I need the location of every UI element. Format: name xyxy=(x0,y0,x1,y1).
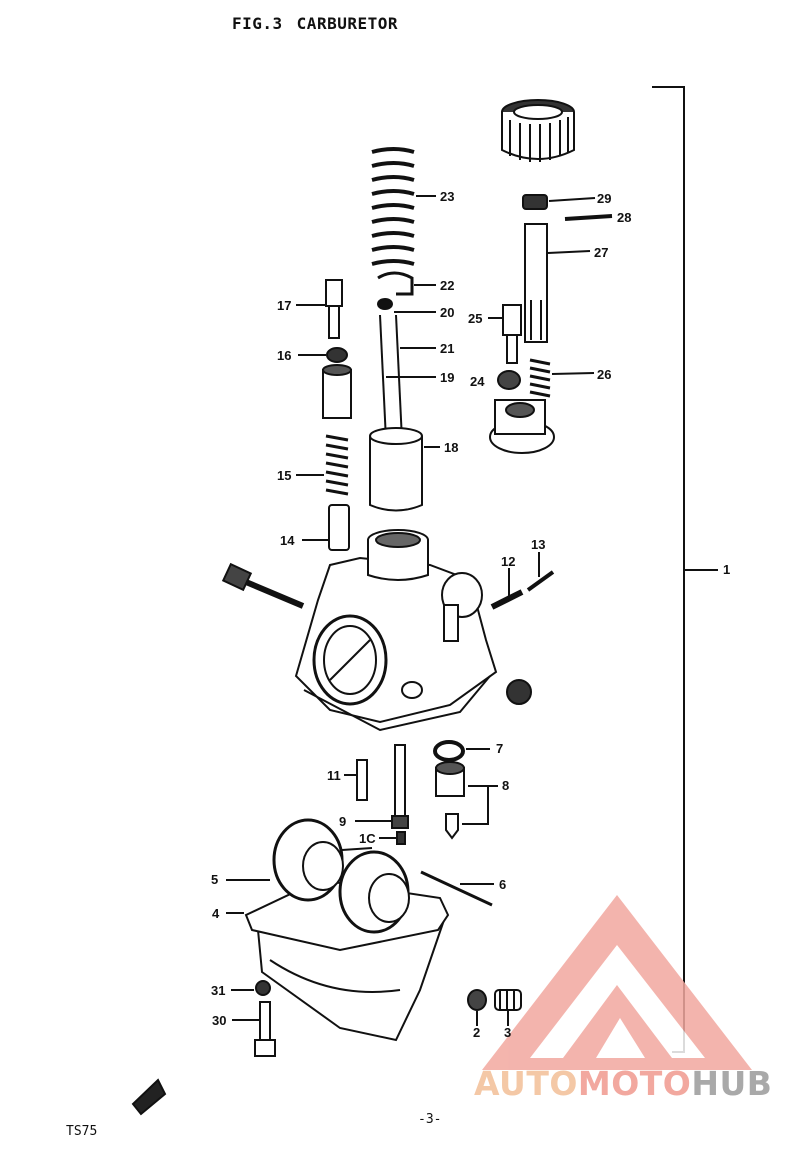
carburetor-body xyxy=(294,529,498,732)
model-name: TS75 xyxy=(66,1124,98,1139)
part-27-rod xyxy=(524,223,548,343)
adjuster-body xyxy=(322,364,352,419)
label-15: 15 xyxy=(277,468,291,483)
label-20: 20 xyxy=(440,305,454,320)
label-28: 28 xyxy=(617,210,631,225)
label-6: 6 xyxy=(499,877,506,892)
label-30: 30 xyxy=(212,1013,226,1028)
label-25: 25 xyxy=(468,311,482,326)
figure-title: FIG.3 CARBURETOR xyxy=(232,14,412,33)
label-11: 11 xyxy=(327,768,341,783)
part-2-plug xyxy=(467,989,487,1011)
part-15-spring xyxy=(325,434,349,496)
watermark-logo xyxy=(482,895,752,1070)
part-14-plunger xyxy=(328,504,350,551)
part-12-screw xyxy=(490,589,524,610)
label-7: 7 xyxy=(496,741,503,756)
watermark-text: AUTOMOTOHUB xyxy=(474,1064,772,1103)
part-23-spring xyxy=(371,147,415,266)
long-bolt xyxy=(221,562,305,609)
label-14: 14 xyxy=(280,533,295,548)
part-5-float xyxy=(272,818,410,934)
choke-base xyxy=(489,399,555,454)
label-1: 1 xyxy=(723,562,730,577)
label-5: 5 xyxy=(211,872,218,887)
label-12: 12 xyxy=(501,554,515,569)
label-10: 1C xyxy=(359,831,376,846)
figure-name: CARBURETOR xyxy=(296,14,398,33)
part-28-pin xyxy=(564,214,613,221)
label-23: 23 xyxy=(440,189,454,204)
part-22-clip xyxy=(377,271,414,296)
label-3: 3 xyxy=(504,1025,511,1040)
top-cap xyxy=(501,99,575,162)
page-number: -3- xyxy=(418,1112,442,1127)
part-18-slide xyxy=(369,427,423,512)
watermark-auto: AUTO xyxy=(474,1064,578,1103)
part-8-valve-seat xyxy=(435,761,465,797)
part-24-nut xyxy=(497,370,521,390)
part-17-screw xyxy=(325,279,343,339)
part-13-screw xyxy=(526,570,555,592)
part-20-washer xyxy=(377,298,393,310)
part-31-washer xyxy=(255,980,271,996)
part-6-float-pin xyxy=(420,870,493,907)
watermark-hub: HUB xyxy=(691,1064,773,1103)
part-29-cap xyxy=(522,194,548,210)
label-21: 21 xyxy=(440,341,454,356)
part-16-nut xyxy=(326,347,348,363)
label-9: 9 xyxy=(339,814,346,829)
label-18: 18 xyxy=(444,440,458,455)
label-4: 4 xyxy=(212,906,220,921)
label-17: 17 xyxy=(277,298,291,313)
part-11-jet xyxy=(356,759,368,801)
part-8-float-needle xyxy=(445,813,459,840)
label-24: 24 xyxy=(470,374,485,389)
small-clip xyxy=(131,1078,167,1116)
label-2: 2 xyxy=(473,1025,480,1040)
part-3-screw xyxy=(494,989,522,1011)
label-27: 27 xyxy=(594,245,608,260)
label-8: 8 xyxy=(502,778,509,793)
figure-number: FIG.3 xyxy=(232,14,283,33)
part-7-oring xyxy=(433,740,465,762)
part-30-drain-bolt xyxy=(254,1001,276,1057)
label-29: 29 xyxy=(597,191,611,206)
label-19: 19 xyxy=(440,370,454,385)
label-26: 26 xyxy=(597,367,611,382)
assembly-bracket xyxy=(652,86,718,1053)
label-13: 13 xyxy=(531,537,545,552)
watermark-moto: MOTO xyxy=(577,1064,692,1103)
label-16: 16 xyxy=(277,348,291,363)
part-26-spring xyxy=(529,358,551,398)
part-9-jet xyxy=(391,744,409,829)
part-25-screw xyxy=(502,304,522,364)
part-10-jet xyxy=(396,831,406,845)
label-31: 31 xyxy=(211,983,225,998)
label-22: 22 xyxy=(440,278,454,293)
loose-nut xyxy=(506,679,532,705)
